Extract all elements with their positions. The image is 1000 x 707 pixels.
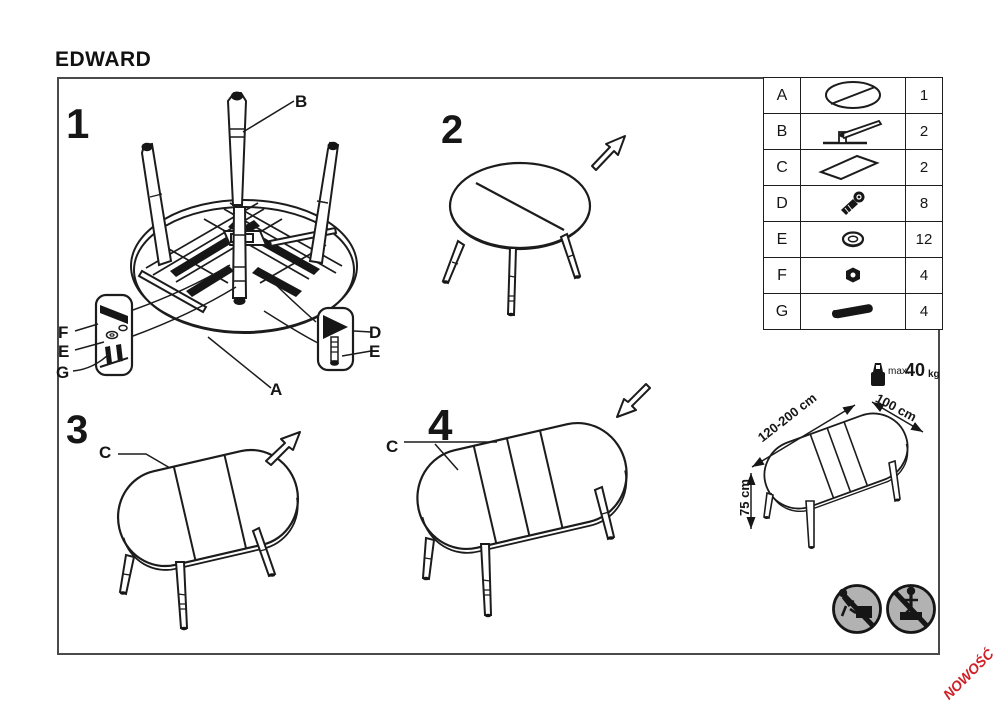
product-title: EDWARD <box>55 48 152 71</box>
oval-tabletop-icon <box>825 81 881 109</box>
step1-label-b: B <box>295 92 308 111</box>
step1-label-g: G <box>56 363 70 382</box>
part-qty: 2 <box>919 159 929 176</box>
part-row-f: F 4 <box>763 257 943 294</box>
step3-number: 3 <box>66 408 89 452</box>
part-id: E <box>776 230 788 248</box>
part-row-g: G 4 <box>763 293 943 330</box>
step1-label-d: D <box>369 323 382 342</box>
dowel-icon <box>831 304 873 319</box>
step1-label-e1: E <box>58 342 70 361</box>
label-c-leader <box>118 453 171 469</box>
extend-arrow-icon <box>265 431 301 466</box>
nut-icon <box>846 267 860 283</box>
fold-arrow-icon <box>616 383 651 418</box>
part-id: G <box>775 302 789 320</box>
part-qty: 12 <box>915 231 933 248</box>
height-dimension: 75 cm <box>736 479 752 516</box>
no-standing-icon <box>886 584 936 634</box>
part-qty: 2 <box>919 123 929 140</box>
part-id: F <box>777 266 787 284</box>
leg-feet-caps <box>141 91 339 305</box>
part-row-d: D 8 <box>763 185 943 222</box>
part-id: B <box>776 122 788 140</box>
part-row-c: C 2 <box>763 149 943 186</box>
part-row-b: B 2 <box>763 113 943 150</box>
part-qty: 1 <box>919 87 929 104</box>
step1-label-e2: E <box>369 342 381 361</box>
step1-diagram <box>72 91 372 389</box>
step3-diagram <box>117 431 301 631</box>
part-row-e: E 12 <box>763 221 943 258</box>
part-qty: 8 <box>919 195 929 212</box>
warning-icons <box>832 584 936 634</box>
leader-lines <box>72 100 372 389</box>
label-c-leader <box>404 441 497 471</box>
max-load-unit: kg <box>928 369 940 380</box>
detail-callout-left <box>94 293 134 377</box>
max-load-value: 40 <box>905 360 926 380</box>
step3-label-c: C <box>99 443 112 462</box>
step1-number: 1 <box>66 100 90 147</box>
step2-diagram <box>441 135 626 317</box>
no-sitting-icon <box>832 584 882 634</box>
washer-icon <box>841 231 865 248</box>
step1-label-a: A <box>270 380 283 399</box>
max-load-label: max. <box>888 366 910 377</box>
leg-frame-icon <box>823 119 883 145</box>
step2-number: 2 <box>441 108 464 152</box>
weight-icon <box>871 363 885 386</box>
part-id: C <box>776 158 788 176</box>
step1-label-f: F <box>58 323 69 342</box>
part-id: D <box>776 194 788 212</box>
step4-number: 4 <box>428 401 453 450</box>
allen-bolt-icon <box>841 191 865 215</box>
extension-leaf-icon <box>818 154 880 181</box>
step4-diagram <box>404 383 651 618</box>
dimensions-diagram <box>746 401 924 549</box>
new-product-badge: NOWOŚĆ <box>939 645 997 703</box>
part-qty: 4 <box>919 267 929 284</box>
step4-label-c: C <box>386 437 399 456</box>
part-row-a: A 1 <box>763 77 943 114</box>
extend-arrow-icon <box>591 135 626 171</box>
parts-table: A 1 B 2 C 2 D <box>763 77 943 330</box>
detail-callout-right <box>316 306 355 372</box>
part-qty: 4 <box>919 303 929 320</box>
dimension-arrows <box>746 401 924 529</box>
part-id: A <box>776 86 788 104</box>
